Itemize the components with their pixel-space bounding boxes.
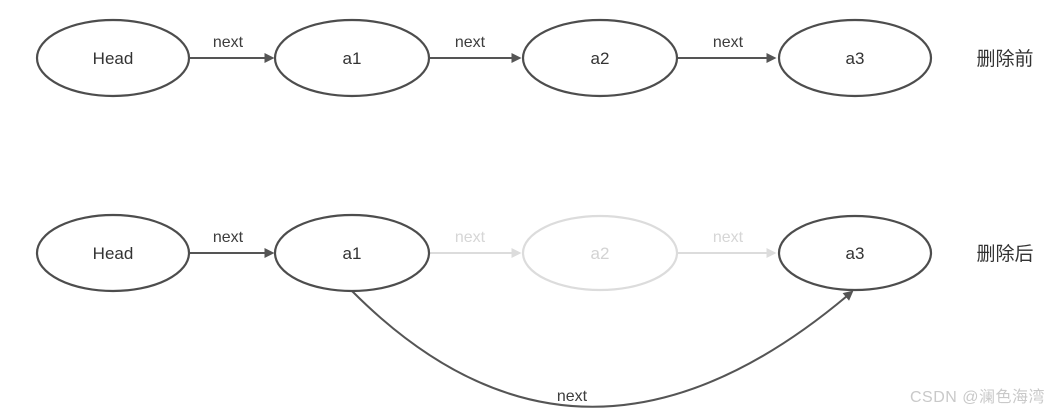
node-label-faded: a2: [591, 244, 610, 263]
node-label: a3: [846, 49, 865, 68]
csdn-watermark: CSDN @澜色海湾: [910, 388, 1045, 406]
node-a1-before: [273, 18, 431, 98]
row-label-after: 删除后: [976, 243, 1033, 265]
node-head-before: [35, 18, 191, 98]
node-label: Head: [93, 244, 134, 263]
edge-label-next: next: [713, 34, 744, 51]
edge-label-next: next: [557, 388, 588, 405]
node-head-after: [35, 213, 191, 293]
node-a1-after: [273, 213, 431, 293]
node-a2-before: [521, 18, 679, 98]
edge-label-next: next: [213, 229, 244, 246]
node-a3-before: [777, 18, 933, 98]
edge-a1-a3-curved: [351, 290, 854, 408]
row-before: next next next Head a1 a2 a3 删除前: [35, 18, 1034, 98]
node-label: Head: [93, 49, 134, 68]
edge-label-next-faded: next: [713, 229, 744, 246]
edge-label-next: next: [213, 34, 244, 51]
node-label: a3: [846, 244, 865, 263]
node-a3-after: [777, 214, 933, 292]
edge-label-next: next: [455, 34, 486, 51]
node-label: a1: [343, 244, 362, 263]
node-a2-after-faded: [521, 214, 679, 292]
row-label-before: 删除前: [976, 48, 1033, 70]
node-label: a1: [343, 49, 362, 68]
row-after: next next next a2 next Head a1 a3 删除后: [35, 213, 1034, 408]
node-label: a2: [591, 49, 610, 68]
edge-label-next-faded: next: [455, 229, 486, 246]
